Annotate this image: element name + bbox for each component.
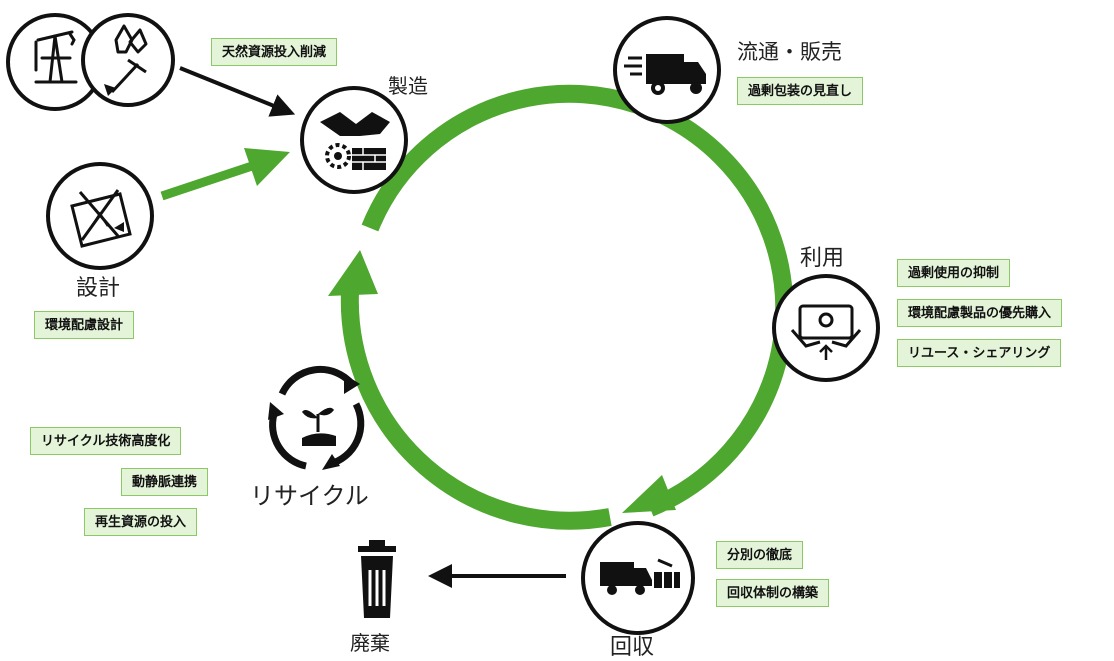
garbage-truck-icon [581, 521, 695, 635]
design-input-arrowhead [244, 148, 290, 186]
measure-tag-kaishu: 回収体制の構築 [716, 579, 830, 607]
stage-label-seizo: 製造 [388, 74, 428, 98]
stage-label-haiki: 廃棄 [350, 631, 390, 655]
cycle-arc-outer [361, 84, 794, 517]
cycle-arrowhead-kaishu [622, 475, 676, 513]
blueprint-icon [46, 162, 154, 270]
trash-bin-icon [358, 540, 396, 618]
tablet-hands-icon [772, 274, 880, 382]
measure-tag-recycle: 動静脈連携 [121, 468, 209, 496]
stage-label-recycle: リサイクル [250, 482, 369, 510]
measure-tag-kaishu: 分別の徹底 [716, 541, 804, 569]
design-input-arrow-shaft [160, 161, 254, 201]
stage-label-kaishu: 回収 [610, 635, 655, 660]
measure-tag-riyo: 過剰使用の抑制 [897, 259, 1011, 287]
cycle-ring [340, 84, 794, 530]
cycle-arc-inner [340, 291, 612, 530]
measure-tag-recycle: リサイクル技術高度化 [30, 427, 182, 455]
stage-label-sekkei: 設計 [76, 276, 121, 301]
measure-tag-sekkei: 環境配慮設計 [34, 311, 135, 339]
recycle-plant-icon [268, 365, 365, 470]
cycle-arrowhead-recycle [328, 250, 378, 296]
stage-label-ryutsu: 流通・販売 [737, 40, 842, 64]
delivery-truck-icon [613, 16, 721, 124]
crystal-shovel-icon [81, 13, 175, 107]
measure-tag-ryutsu: 過剰包装の見直し [737, 77, 864, 105]
measure-tag-recycle: 再生資源の投入 [84, 508, 198, 536]
handshake-gears-icon [300, 86, 408, 194]
resource-input-arrow [179, 66, 296, 117]
measure-tag-seizo: 天然資源投入削減 [211, 38, 338, 66]
stage-label-riyo: 利用 [800, 246, 845, 271]
measure-tag-riyo: 環境配慮製品の優先購入 [897, 299, 1063, 327]
measure-tag-riyo: リユース・シェアリング [897, 339, 1062, 367]
